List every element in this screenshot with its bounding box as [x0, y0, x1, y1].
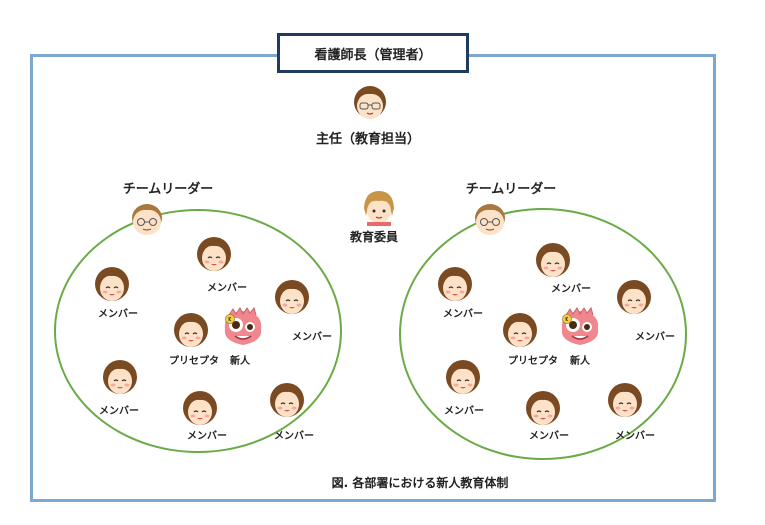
member-label: メンバー: [187, 431, 227, 442]
member-label: メンバー: [274, 431, 314, 442]
team-circle-right: [399, 208, 687, 460]
member-label: メンバー: [529, 431, 569, 442]
newcomer-label: 新人: [570, 356, 590, 367]
preceptor-label: プリセプタ: [169, 356, 219, 367]
newcomer-mascot-icon: [558, 305, 602, 349]
member-label: メンバー: [551, 284, 591, 295]
team-circle-left: [54, 209, 342, 453]
chief-label: 主任（教育担当）: [315, 132, 421, 147]
member-label: メンバー: [635, 332, 675, 343]
member-label: メンバー: [443, 309, 483, 320]
member-face-icon: [523, 387, 563, 427]
head-nurse-label: 看護師長（管理者）: [314, 47, 432, 63]
member-label: メンバー: [98, 309, 138, 320]
member-label: メンバー: [207, 283, 247, 294]
member-label: メンバー: [292, 332, 332, 343]
committee-face-icon: [359, 186, 399, 226]
member-label: メンバー: [99, 406, 139, 417]
preceptor-face-icon: [500, 309, 540, 349]
member-face-icon: [92, 263, 132, 303]
member-face-icon: [605, 379, 645, 419]
committee-label: 教育委員: [349, 230, 399, 244]
member-face-icon: [533, 239, 573, 279]
preceptor-label: プリセプタ: [508, 356, 558, 367]
newcomer-mascot-icon: [221, 305, 265, 349]
member-label: メンバー: [444, 406, 484, 417]
member-face-icon: [194, 233, 234, 273]
team-leader-label-right: チームリーダー: [465, 182, 557, 197]
preceptor-face-icon: [171, 309, 211, 349]
newcomer-label: 新人: [230, 356, 250, 367]
member-face-icon: [435, 263, 475, 303]
team-leader-face-icon-left: [127, 199, 167, 239]
member-face-icon: [100, 356, 140, 396]
head-nurse-box: 看護師長（管理者）: [277, 33, 469, 73]
member-label: メンバー: [615, 431, 655, 442]
member-face-icon: [272, 276, 312, 316]
member-face-icon: [267, 379, 307, 419]
team-leader-label-left: チームリーダー: [122, 182, 214, 197]
chief-face-icon: [350, 82, 390, 122]
member-face-icon: [443, 356, 483, 396]
member-face-icon: [614, 276, 654, 316]
team-leader-face-icon-right: [470, 199, 510, 239]
member-face-icon: [180, 387, 220, 427]
figure-caption: 図. 各部署における新人教育体制: [331, 476, 509, 490]
